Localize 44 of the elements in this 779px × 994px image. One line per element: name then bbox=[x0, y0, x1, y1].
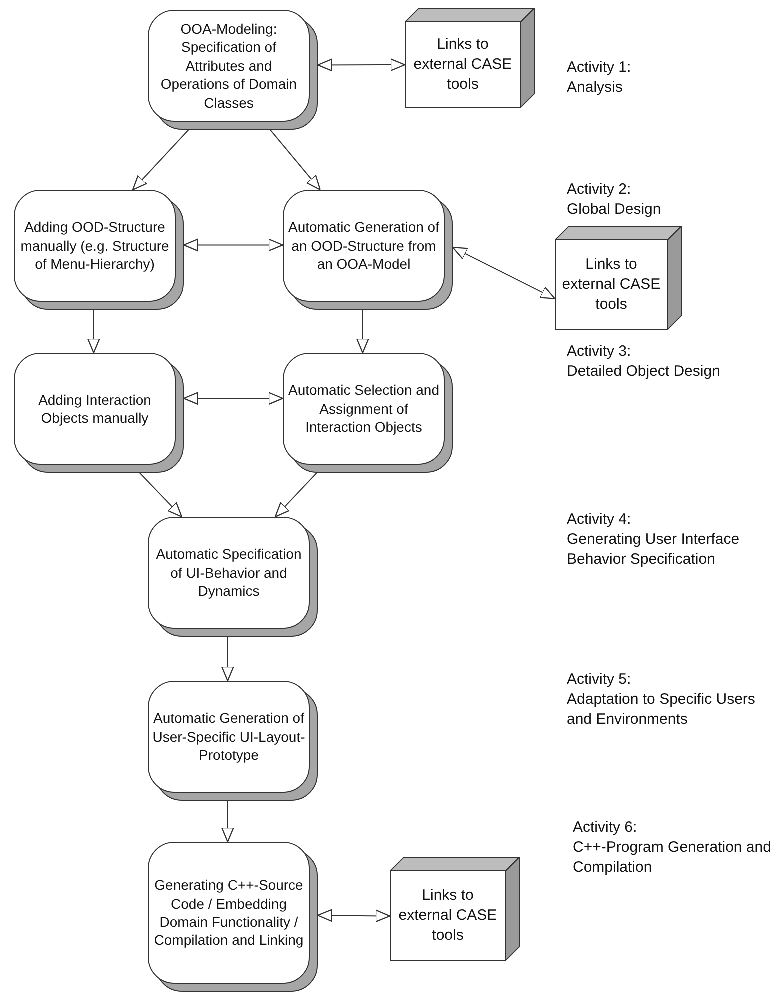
node-text: Adding OOD-Structure manually (e.g. Structure of Menu-Hierarchy) bbox=[20, 218, 170, 274]
activity-label: Activity 2: bbox=[567, 180, 632, 200]
arrow bbox=[270, 130, 321, 191]
node-text: OOA-Modeling: Specification of Attributes and Operations of Domain Classes bbox=[160, 20, 298, 112]
activity-label: Activity 4: bbox=[567, 510, 632, 530]
node-text: Links to external CASE tools bbox=[398, 886, 498, 946]
activity-label: Generating User Interface Behavior Specification bbox=[567, 530, 741, 570]
node-text: Links to external CASE tools bbox=[412, 35, 514, 95]
activity-label: C++-Program Generation and Compilation bbox=[573, 838, 772, 878]
arrow bbox=[317, 909, 391, 923]
arrow bbox=[221, 636, 234, 682]
node-text: Automatic Generation of User-Specific UI-Layout-Prototype bbox=[152, 709, 306, 765]
arrow bbox=[221, 800, 234, 843]
process-box bbox=[148, 10, 318, 130]
process-box bbox=[283, 190, 453, 310]
process-box bbox=[148, 681, 318, 801]
process-box bbox=[14, 190, 184, 310]
arrow bbox=[183, 238, 284, 252]
process-box bbox=[14, 353, 184, 473]
node-text: Automatic Selection and Assignment of Interaction Objects bbox=[288, 381, 440, 437]
node-text: Adding Interaction Objects manually bbox=[38, 390, 152, 428]
node-text: Automatic Generation of an OOD-Structure from an OOA-Model bbox=[288, 218, 440, 274]
activity-label: Activity 5: bbox=[567, 670, 632, 690]
node-text: Automatic Specification of UI-Behavior and Dynamics bbox=[155, 545, 303, 601]
arrow bbox=[452, 247, 556, 300]
arrow bbox=[356, 310, 370, 354]
activity-label: Adaptation to Specific Users and Environments bbox=[567, 690, 756, 730]
process-box bbox=[148, 517, 318, 637]
process-box bbox=[283, 353, 453, 473]
activity-label: Detailed Object Design bbox=[567, 362, 722, 382]
arrow bbox=[132, 130, 190, 191]
activity-label: Activity 1: bbox=[567, 58, 632, 78]
activity-label: Global Design bbox=[567, 200, 662, 220]
node-text: Generating C++-Source Code / Embedding Domain Functionality / Compilation and Linking bbox=[153, 876, 305, 950]
activity-label: Analysis bbox=[567, 78, 624, 98]
process-box bbox=[148, 842, 318, 992]
arrow bbox=[317, 58, 406, 72]
arrow bbox=[274, 472, 318, 518]
node-text: Links to external CASE tools bbox=[561, 255, 662, 315]
arrow bbox=[87, 310, 100, 354]
activity-label: Activity 6: bbox=[573, 818, 638, 838]
arrow bbox=[183, 392, 284, 406]
arrow bbox=[139, 472, 183, 518]
activity-label: Activity 3: bbox=[567, 342, 632, 362]
